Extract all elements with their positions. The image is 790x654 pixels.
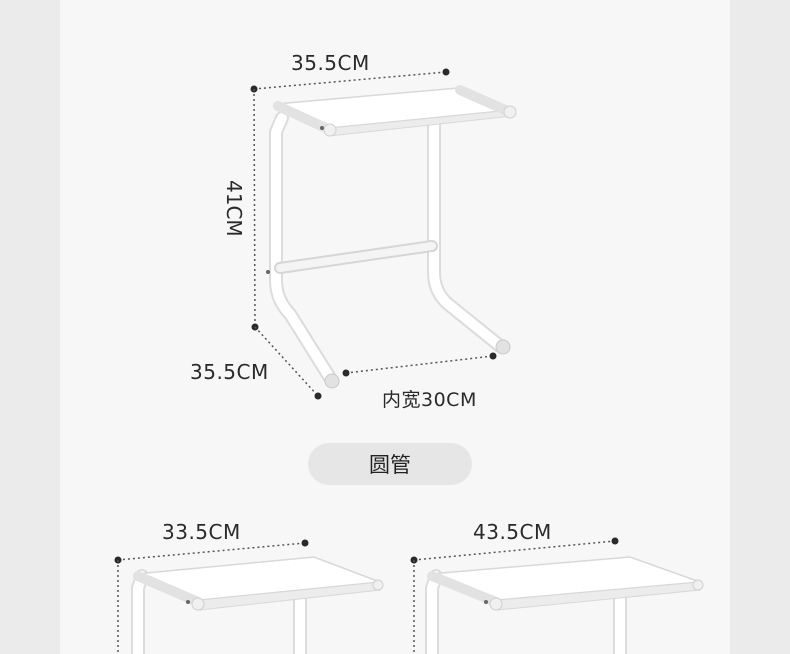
main-width-label: 35.5CM bbox=[291, 51, 370, 75]
variant-2-width-label: 43.5CM bbox=[473, 520, 552, 544]
variant-1-dimension-line bbox=[114, 539, 309, 654]
section-pill-round-tube: 圆管 bbox=[308, 443, 472, 485]
main-height-label: 41CM bbox=[222, 180, 246, 237]
main-depth-label: 35.5CM bbox=[190, 360, 269, 384]
variant-2-dimension-line bbox=[410, 537, 619, 654]
main-rack bbox=[266, 85, 517, 389]
section-pill-label: 圆管 bbox=[369, 453, 411, 477]
main-dimension-lines bbox=[250, 68, 497, 400]
variant-rack-2 bbox=[425, 556, 704, 654]
variant-1-width-label: 33.5CM bbox=[162, 520, 241, 544]
variant-rack-1 bbox=[131, 556, 384, 654]
main-inner-width-label: 内宽30CM bbox=[382, 389, 477, 411]
